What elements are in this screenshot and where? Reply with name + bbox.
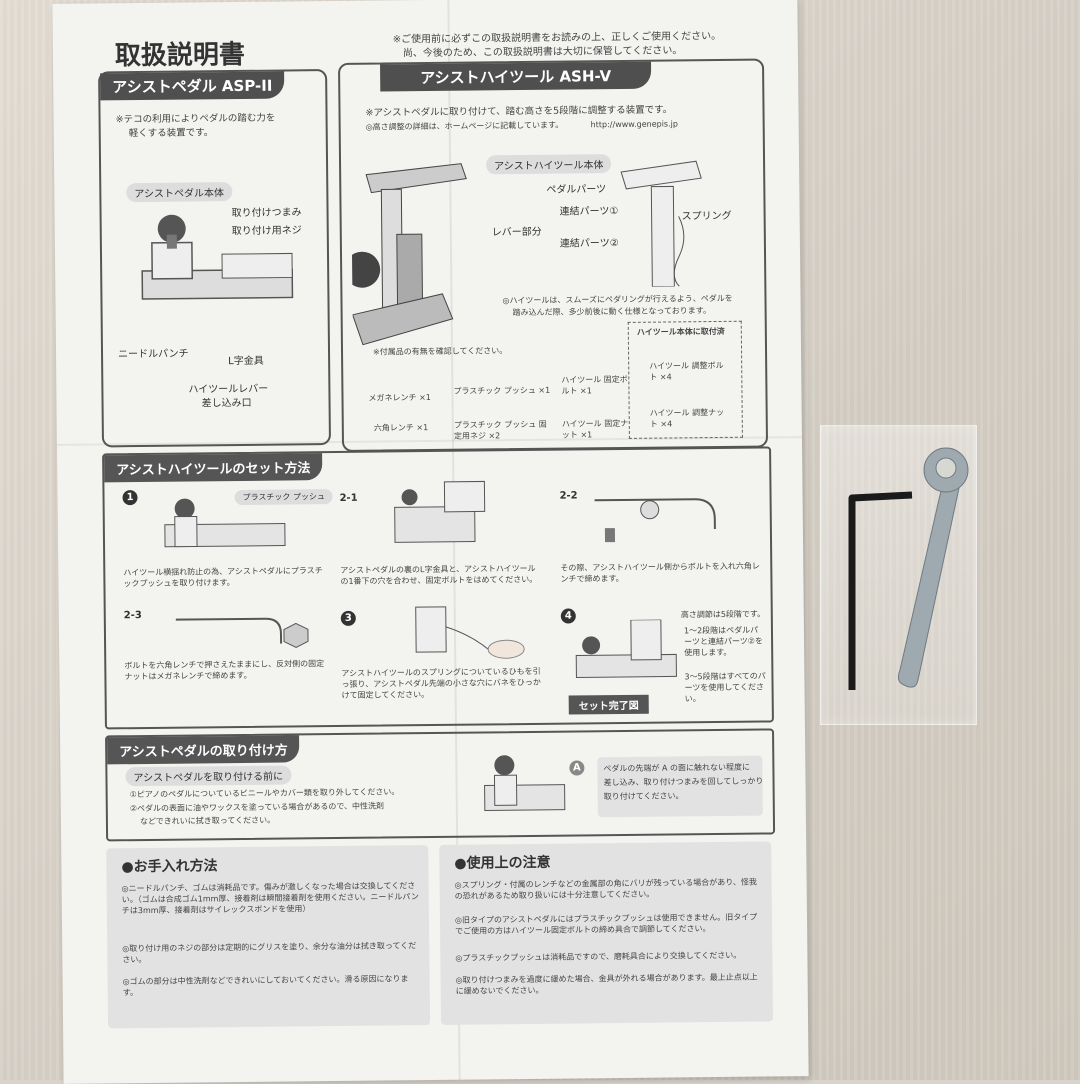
- attached-item: ハイツール 調整ボルト ×4: [649, 360, 724, 382]
- step4-text: 1〜2段階はペダルパーツと連結パーツ②を使用します。: [683, 625, 763, 658]
- care-title: ●お手入れ方法: [121, 858, 218, 876]
- step2-3-text: ボルトを六角レンチで押さえたままにし、反対側の固定ナットはメガネレンチで締めます…: [124, 659, 325, 682]
- attached-parts-box: ハイツール本体に取付済 ハイツール 調整ボルト ×4 ハイツール 調整ナット ×…: [627, 320, 743, 439]
- caution-section: ●使用上の注意 ◎スプリング・付属のレンチなどの金属部の角にバリが残っている場合…: [439, 841, 774, 1025]
- part-item: プラスチック プッシュ ×1: [453, 385, 551, 396]
- caution-text: ◎スプリング・付属のレンチなどの金属部の角にバリが残っている場合があり、怪我の恐…: [454, 877, 757, 901]
- ash-label: 連結パーツ①: [559, 206, 619, 218]
- install-note-box: ペダルの先端が A の面に触れない程度に 差し込み、取り付けつまみを回してしっか…: [597, 755, 764, 818]
- install-diagram: [484, 755, 566, 811]
- setup-complete-label: セット完了図: [568, 694, 649, 715]
- step3-text: アシストハイツールのスプリングについているひもを引っ張り、アシストペダル先端の小…: [341, 666, 541, 700]
- asp-section: アシストペダル ASP-II ※テコの利用によりペダルの踏む力を 軽くする装置で…: [98, 69, 332, 448]
- ash-photo-diagram: [350, 163, 467, 346]
- step1-text: ハイツール横揺れ防止の為、アシストペダルにプラスチックプッシュを取り付けます。: [123, 566, 323, 589]
- caution-text: ◎取り付けつまみを過度に緩めた場合、金具が外れる場合があります。最上止点以上に緩…: [455, 972, 758, 996]
- step1-diagram: [164, 498, 286, 548]
- ash-label: 連結パーツ②: [559, 238, 619, 250]
- asp-description: ※テコの利用によりペダルの踏む力を: [115, 112, 276, 126]
- ash-label: スプリング: [681, 210, 732, 223]
- setup-section: アシストハイツールのセット方法 1 プラスチック プッシュ ハイツール横揺れ防止…: [102, 446, 774, 730]
- setup-title: アシストハイツールのセット方法: [104, 453, 323, 483]
- step-number: 3: [340, 610, 356, 626]
- attached-title: ハイツール本体に取付済: [636, 326, 725, 337]
- box-wrench: [897, 447, 969, 688]
- asp-body-label: アシストペダル本体: [126, 182, 233, 203]
- install-item: ②ペダルの表面に油やワックスを塗っている場合があるので、中性洗剤: [129, 801, 385, 814]
- instruction-sheet: 取扱説明書 ※ご使用前に必ずこの取扱説明書をお読みの上、正しくご使用ください。 …: [52, 0, 809, 1084]
- ash-parts-diagram: [620, 160, 702, 288]
- hex-key: [848, 491, 913, 690]
- care-text: ◎ゴムの部分は中性洗剤などできれいにしておいてください。滑る原因になります。: [122, 974, 409, 998]
- ash-note: 踏み込んだ際、多少前後に動く仕様となっております。: [512, 306, 711, 318]
- tools: [848, 447, 969, 690]
- caution-text: ◎旧タイプのアシストペダルにはプラスチックプッシュは使用できません。旧タイプでご…: [454, 912, 758, 936]
- install-item: ①ピアノのペダルについているビニールやカバー類を取り外してください。: [129, 787, 400, 800]
- top-note: 尚、今後のため、この取扱説明書は大切に保管してください。: [402, 45, 683, 60]
- ash-section: アシストハイツール ASH-V ※アシストペダルに取り付けて、踏む高さを5段階に…: [337, 58, 769, 452]
- part-item: メガネレンチ ×1: [368, 392, 431, 403]
- asp-label: ニードルパンチ: [117, 348, 189, 361]
- asp-label: 取り付けつまみ: [231, 207, 302, 220]
- part-item: ハイツール 固定ナット ×1: [561, 418, 629, 440]
- install-section: アシストペダルの取り付け方 アシストペダルを取り付ける前に ①ピアノのペダルにつ…: [105, 728, 776, 842]
- parts-note: ※付属品の有無を確認してください。: [372, 346, 508, 357]
- ash-description: ※アシストペダルに取り付けて、踏む高さを5段階に調整する装置です。: [365, 104, 673, 119]
- step4-note: 高さ調節は5段階です。: [680, 609, 766, 620]
- asp-tab: アシストペダル ASP-II: [100, 71, 285, 101]
- ash-url: http://www.genepis.jp: [590, 119, 678, 130]
- step2-1-diagram: [394, 480, 486, 543]
- install-note: 取り付けてください。: [603, 791, 684, 802]
- step-label: 2-3: [123, 610, 142, 622]
- asp-diagram: [141, 214, 294, 300]
- install-title: アシストペダルの取り付け方: [107, 735, 300, 765]
- ash-description: ◎高さ調整の詳細は、ホームページに記載しています。: [365, 120, 564, 132]
- step3-diagram: [415, 606, 525, 659]
- page-title: 取扱説明書: [114, 39, 246, 72]
- step4-text: 3〜5段階はすべてのパーツを使用してください。: [684, 671, 766, 704]
- care-section: ●お手入れ方法 ◎ニードルパンチ、ゴムは消耗品です。傷みが激しくなった場合は交換…: [106, 845, 431, 1029]
- care-text: ◎取り付け用のネジの部分は定期的にグリスを塗り、余分な油分は拭き取ってください。: [122, 941, 417, 965]
- asp-description: 軽くする装置です。: [128, 127, 214, 140]
- attached-item: ハイツール 調整ナット ×4: [649, 407, 725, 429]
- part-item: プラスチック プッシュ 固定用ネジ ×2: [453, 419, 547, 441]
- part-item: ハイツール 固定ボルト ×1: [561, 374, 628, 396]
- install-before: アシストペダルを取り付ける前に: [125, 765, 292, 787]
- asp-label: 取り付け用ネジ: [231, 225, 302, 238]
- step2-1-text: アシストペダルの裏のL字金具と、アシストハイツールの1番下の穴を合わせ、固定ボル…: [340, 563, 538, 586]
- install-note: 差し込み、取り付けつまみを回してしっかり: [603, 776, 764, 788]
- asp-label: L字金具: [228, 355, 264, 368]
- step-label: 2-1: [339, 492, 358, 504]
- caution-title: ●使用上の注意: [454, 854, 551, 872]
- step2-2-text: その際、アシストハイツール側からボルトを入れ六角レンチで締めます。: [560, 561, 760, 584]
- ash-label: ペダルパーツ: [546, 184, 607, 196]
- install-item: などできれいに拭き取ってください。: [139, 815, 276, 827]
- asp-label: 差し込み口: [201, 397, 252, 410]
- step2-3-diagram: [175, 617, 309, 648]
- marker-a: A: [569, 760, 585, 776]
- ash-tab: アシストハイツール ASH-V: [380, 61, 652, 92]
- caution-text: ◎プラスチックプッシュは消耗品ですので、磨耗具合により交換してください。: [455, 950, 742, 963]
- ash-body-label: アシストハイツール本体: [485, 154, 612, 175]
- ash-label: レバー部分: [491, 226, 542, 239]
- install-note: ペダルの先端が A の面に触れない程度に: [603, 762, 751, 774]
- step2-2-diagram: [594, 498, 716, 543]
- care-text: ◎ニードルパンチ、ゴムは消耗品です。傷みが激しくなった場合は交換してください。（…: [121, 881, 419, 916]
- step4-diagram: [575, 619, 677, 678]
- step-number: 1: [122, 490, 138, 506]
- part-item: 六角レンチ ×1: [373, 423, 429, 433]
